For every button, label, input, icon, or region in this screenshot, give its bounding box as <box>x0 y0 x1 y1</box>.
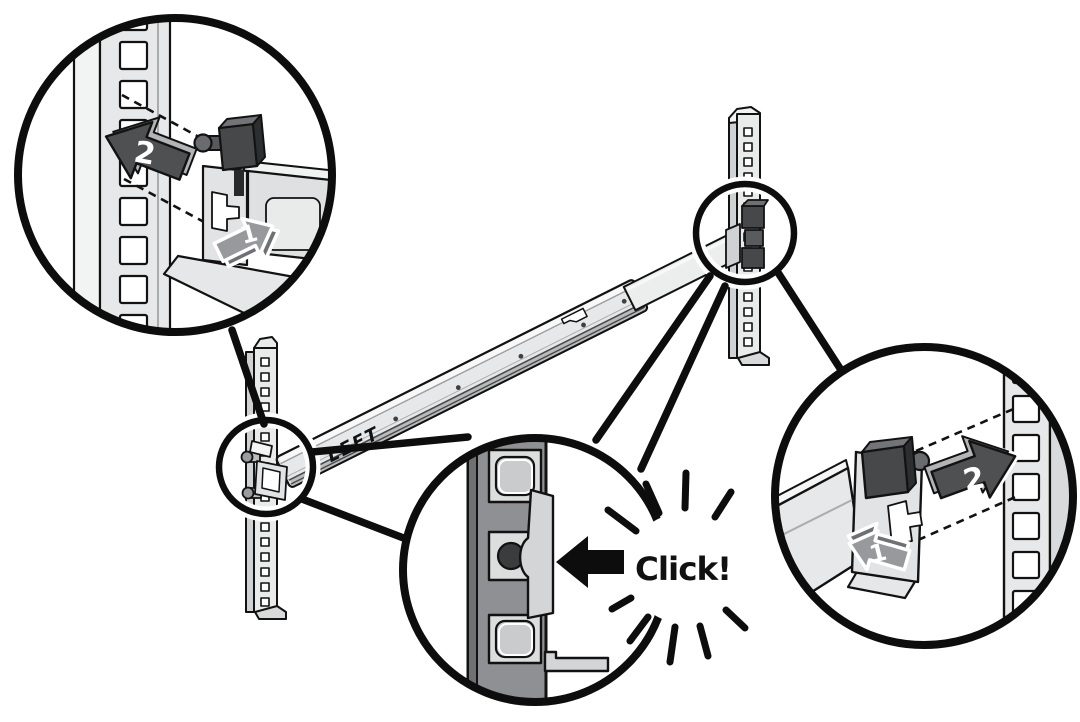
step-1-arrow-front <box>212 216 281 269</box>
front-detail-callout: 2 1 <box>14 14 336 336</box>
rear-callout-bg <box>775 347 1073 645</box>
click-detail-callout: Click! <box>399 434 749 706</box>
step-2-arrow-front <box>104 116 198 181</box>
click-label: Click! <box>635 550 731 588</box>
click-starburst: Click! <box>604 469 749 666</box>
rear-attach-marker-ring <box>692 180 798 286</box>
step-1-label-rear: 1 <box>867 538 890 569</box>
leader-line-front-to-topleft <box>228 326 268 428</box>
leader-line-front-to-click-a <box>308 433 472 456</box>
click-latch-foot <box>543 650 610 673</box>
front-latch <box>240 440 288 501</box>
front-callout-dashed-guides <box>121 93 211 224</box>
rear-callout-dashed-guides <box>915 405 1021 542</box>
front-callout-ring <box>14 14 336 336</box>
leader-line-rear-to-rearcallout <box>773 267 847 377</box>
leader-line-front-to-click-b <box>298 495 418 546</box>
step-2-arrow-rear <box>923 435 1020 503</box>
click-arrow <box>556 536 624 588</box>
rail-cutout <box>560 307 588 325</box>
rear-latch <box>725 199 769 269</box>
main-scene: LEFT <box>240 106 770 620</box>
leader-line-rear-to-click-b <box>637 282 729 473</box>
starburst-bubble <box>628 513 738 623</box>
click-callout-content <box>466 438 624 702</box>
front-callout-rack-post <box>72 18 172 332</box>
leader-line-rear-to-click-a <box>592 272 714 444</box>
step-1-label-front: 1 <box>237 219 260 250</box>
click-latch-plate <box>518 488 555 620</box>
front-callout-pin-knob <box>193 114 266 196</box>
starburst-spikes <box>604 469 749 666</box>
slide-rail: LEFT <box>275 225 757 488</box>
rear-callout-ring <box>771 343 1077 649</box>
leader-lines <box>228 267 847 546</box>
rail-rivets <box>393 298 627 422</box>
front-attach-marker-ring <box>215 416 317 518</box>
right-post-foot <box>737 351 770 366</box>
step-1-arrow-rear <box>846 521 912 572</box>
left-post-foot <box>254 605 287 620</box>
rear-callout-pin-knob <box>860 436 931 500</box>
